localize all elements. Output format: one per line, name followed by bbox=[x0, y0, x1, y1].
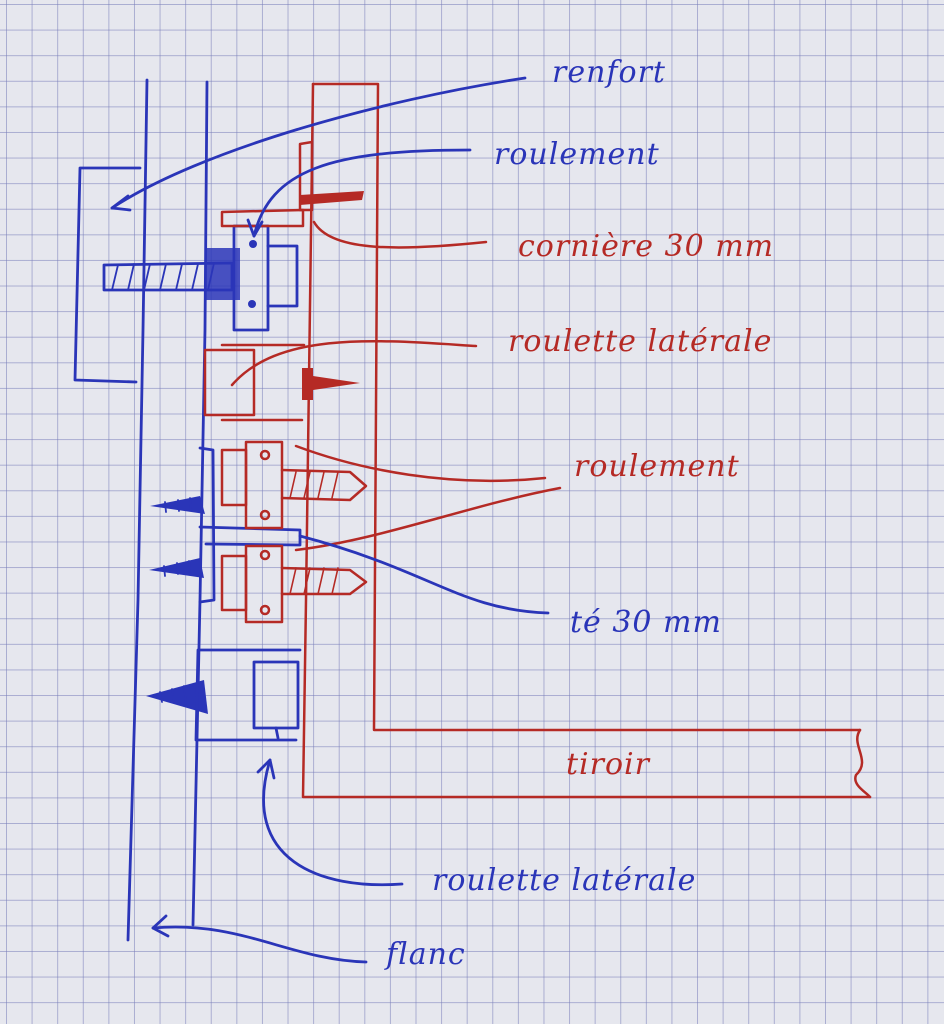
top-bearing-bracket bbox=[232, 224, 299, 332]
tiroir-drawer bbox=[301, 82, 872, 799]
lag-screw bbox=[102, 248, 240, 300]
label-corniere: cornière 30 mm bbox=[518, 229, 775, 264]
bottom-roulette-bracket bbox=[194, 648, 302, 742]
label-roulette-laterale-top: roulette latérale bbox=[508, 324, 773, 359]
wood-screws-blue bbox=[146, 496, 208, 714]
label-roulement-mid: roulement bbox=[574, 449, 740, 484]
label-renfort: renfort bbox=[552, 55, 666, 90]
renfort-block bbox=[73, 166, 142, 384]
label-te: té 30 mm bbox=[570, 605, 722, 640]
roulette-top bbox=[203, 343, 360, 422]
flanc-panel bbox=[126, 78, 209, 942]
label-roulette-laterale-bottom: roulette latérale bbox=[432, 863, 697, 898]
label-tiroir: tiroir bbox=[566, 747, 650, 782]
label-flanc: flanc bbox=[386, 937, 466, 972]
roulement-bearings bbox=[220, 440, 368, 624]
corniere-bracket bbox=[220, 140, 364, 228]
leader-lines bbox=[110, 76, 562, 964]
label-roulement-top: roulement bbox=[494, 137, 660, 172]
